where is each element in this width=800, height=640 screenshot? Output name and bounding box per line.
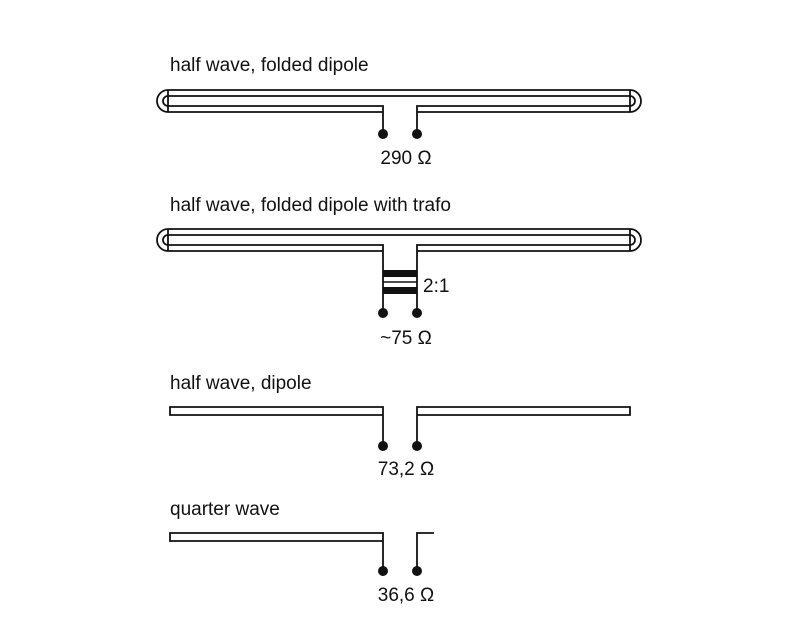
terminal-right (412, 566, 422, 576)
terminal-left (378, 566, 388, 576)
dipole-title: half wave, dipole (170, 373, 312, 394)
dipole-element (169, 406, 631, 445)
folded-dipole-trafo-impedance: ~75 Ω (380, 328, 432, 349)
folded-dipole-impedance: 290 Ω (380, 148, 431, 169)
quarter-wave-element (169, 532, 434, 571)
folded-dipole-trafo-diagram: half wave, folded dipole with trafo 2:1 … (156, 195, 642, 349)
transformer-ratio: 2:1 (423, 276, 449, 297)
dipole-impedance: 73,2 Ω (378, 459, 434, 480)
terminal-right (412, 129, 422, 139)
quarter-wave-impedance: 36,6 Ω (378, 585, 434, 606)
dipole-diagram: half wave, dipole 73,2 Ω (169, 373, 631, 480)
quarter-wave-title: quarter wave (170, 499, 280, 520)
terminal-right (412, 441, 422, 451)
folded-dipole-trafo-title: half wave, folded dipole with trafo (170, 195, 451, 216)
terminal-right (412, 308, 422, 318)
transformer-icon (383, 270, 417, 294)
terminal-left (378, 129, 388, 139)
terminal-left (378, 441, 388, 451)
quarter-wave-diagram: quarter wave 36,6 Ω (169, 499, 434, 606)
folded-dipole-title: half wave, folded dipole (170, 55, 369, 76)
terminal-left (378, 308, 388, 318)
folded-dipole-diagram: half wave, folded dipole 290 Ω (156, 55, 642, 169)
folded-dipole-element (156, 89, 642, 134)
